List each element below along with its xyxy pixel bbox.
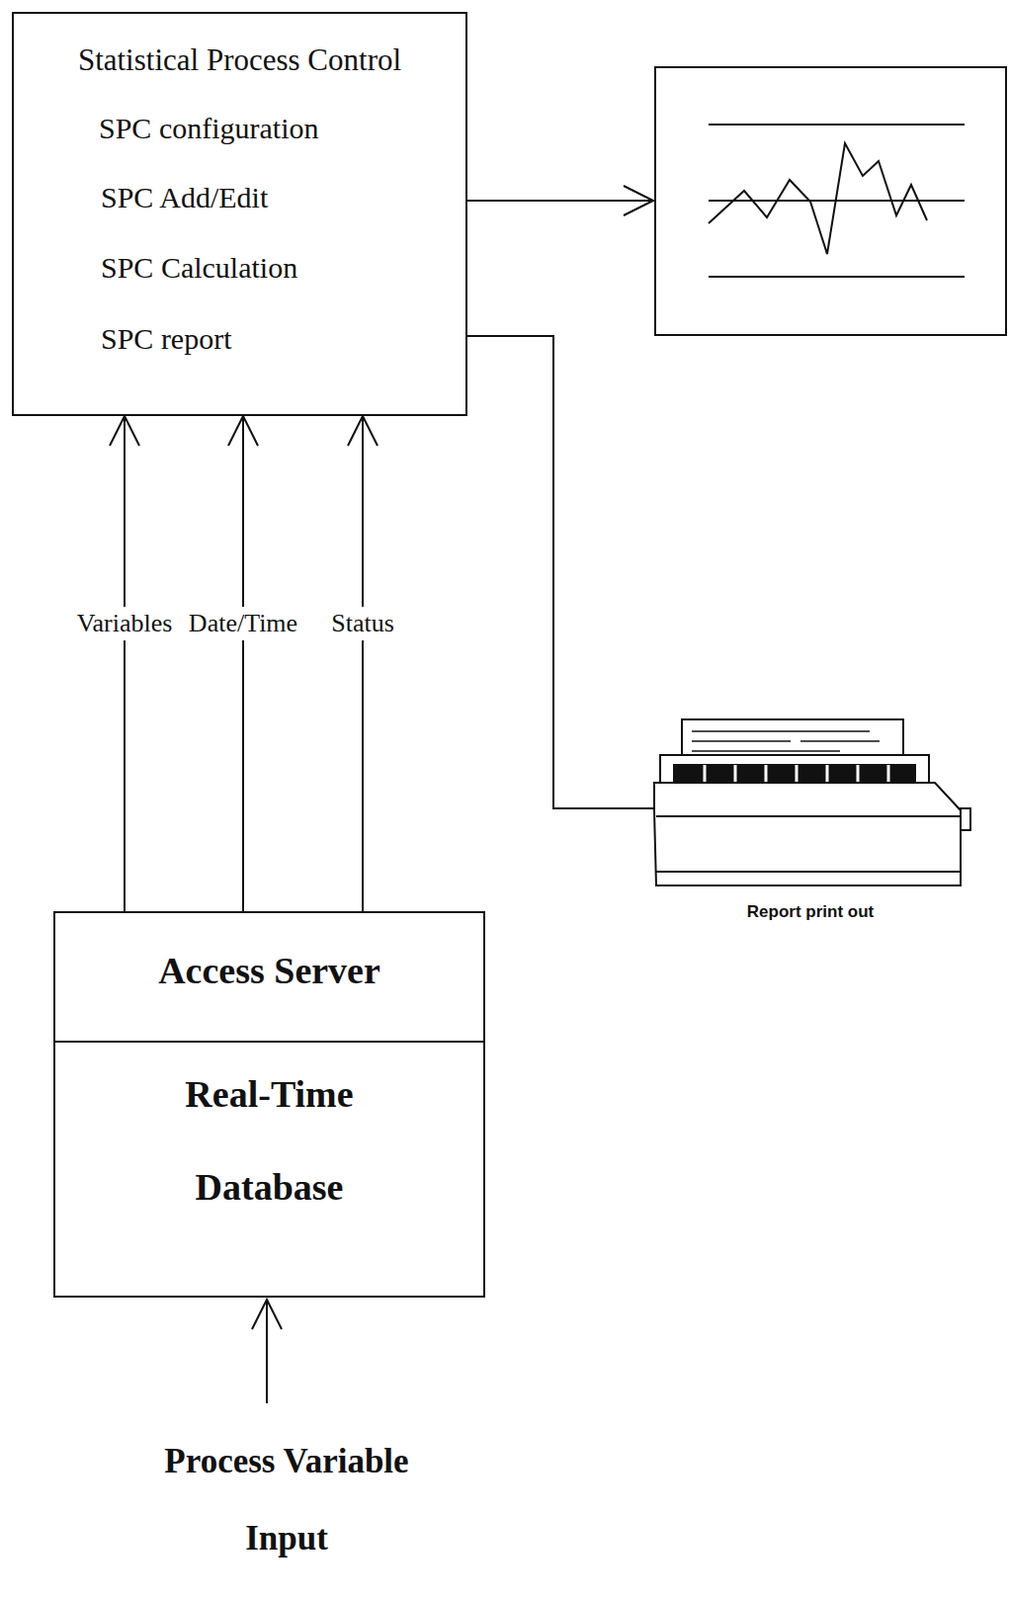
edge-label: Status [328,606,398,641]
menu-item: SPC Add/Edit [100,182,268,213]
data-arrow [347,416,378,912]
printer-icon [654,719,971,886]
edge-label: Date/Time [185,606,301,641]
control-chart [655,67,1007,336]
data-arrow [109,416,140,912]
data-arrow [228,416,258,912]
input-arrow [252,1299,282,1404]
server-box: Access ServerReal-Time Database [53,911,486,1298]
spc-box: Statistical Process ControlSPC configura… [11,11,468,417]
header-divider [55,1040,484,1043]
edge-label: Variables [74,606,176,641]
input-label: Process Variable Input [123,1423,450,1578]
box-body: Real-Time Database [146,1047,394,1234]
menu-item: SPC configuration [98,113,320,144]
box-header: Access Server [158,951,381,990]
box-title: Statistical Process Control [78,44,402,76]
menu-item: SPC report [100,324,233,354]
printer-line [467,336,655,809]
chart-arrow [467,185,654,216]
menu-item: SPC Calculation [100,252,298,283]
printer-caption: Report print out [691,901,929,924]
